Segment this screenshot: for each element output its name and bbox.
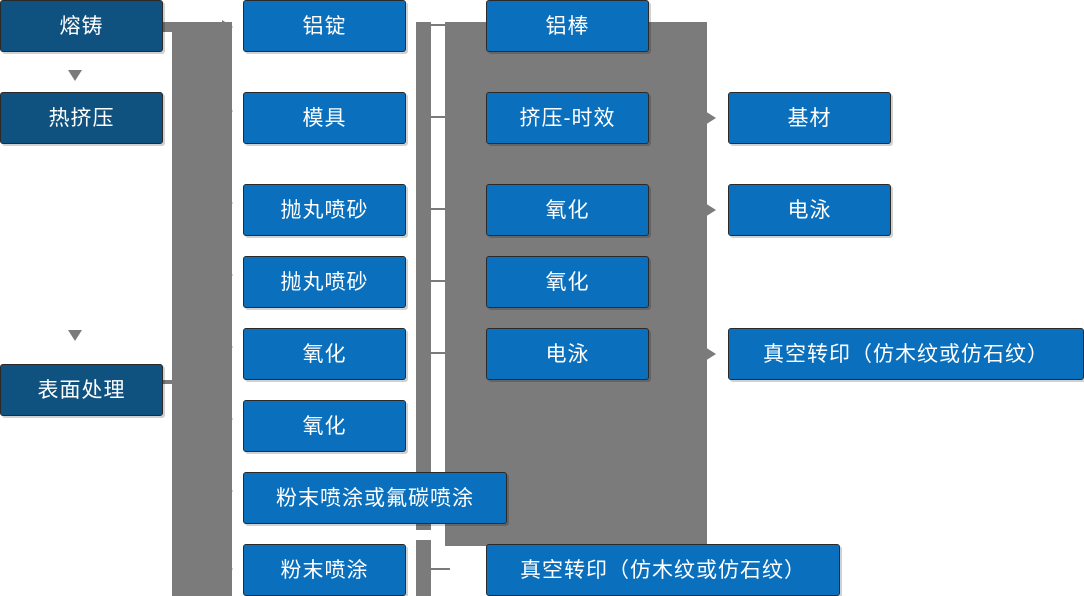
connector-rung-2 bbox=[428, 116, 450, 118]
connector-rung-3 bbox=[428, 208, 450, 210]
node-vacuum-transfer-bottom[interactable]: 真空转印（仿木纹或仿石纹） bbox=[486, 544, 840, 596]
connector-arrow-to-oxidation-1-icon bbox=[222, 340, 233, 354]
node-oxidation-4[interactable]: 氧化 bbox=[486, 256, 649, 308]
node-oxidation-1[interactable]: 氧化 bbox=[243, 328, 406, 380]
node-powder-coating-label: 粉末喷涂 bbox=[280, 558, 369, 582]
node-powder-coating[interactable]: 粉末喷涂 bbox=[243, 544, 406, 596]
stage-hot-extrusion[interactable]: 热挤压 bbox=[0, 92, 163, 144]
node-aluminum-bar[interactable]: 铝棒 bbox=[486, 0, 649, 52]
connector-rung-5 bbox=[428, 352, 450, 354]
node-powder-or-fluorocarbon-coating[interactable]: 粉末喷涂或氟碳喷涂 bbox=[243, 472, 507, 524]
connector-arrow-to-oxidation-2-icon bbox=[222, 412, 233, 426]
connector-arrow-to-shot-blasting-2-icon bbox=[222, 268, 233, 282]
node-vacuum-transfer-right[interactable]: 真空转印（仿木纹或仿石纹） bbox=[728, 328, 1084, 380]
connector-arrow-extrusion-to-surface-icon bbox=[68, 330, 82, 341]
node-electrophoresis-1[interactable]: 电泳 bbox=[486, 328, 649, 380]
connector-stage-melt-stub bbox=[162, 22, 182, 32]
stage-hot-extrusion-label: 热挤压 bbox=[48, 106, 115, 130]
node-oxidation-4-label: 氧化 bbox=[545, 270, 590, 294]
connector-midbar-left-lower bbox=[416, 540, 431, 596]
node-oxidation-3[interactable]: 氧化 bbox=[486, 184, 649, 236]
node-shot-blasting-2-label: 抛丸喷砂 bbox=[280, 270, 369, 294]
node-powder-or-fluorocarbon-coating-label: 粉末喷涂或氟碳喷涂 bbox=[276, 486, 474, 510]
node-extrusion-aging[interactable]: 挤压-时效 bbox=[486, 92, 649, 144]
connector-rung-1 bbox=[428, 24, 450, 26]
node-electrophoresis-2-label: 电泳 bbox=[787, 198, 832, 222]
node-aluminum-ingot[interactable]: 铝锭 bbox=[243, 0, 406, 52]
connector-arrow-to-substrate-icon bbox=[705, 111, 716, 125]
node-substrate-label: 基材 bbox=[787, 106, 832, 130]
node-mould[interactable]: 模具 bbox=[243, 92, 406, 144]
connector-rung-6 bbox=[428, 568, 450, 570]
connector-arrow-to-powder-coating-icon bbox=[222, 562, 233, 576]
connector-rung-4 bbox=[428, 280, 450, 282]
stage-surface-treatment-label: 表面处理 bbox=[37, 378, 126, 402]
connector-surface-notch bbox=[162, 380, 184, 384]
node-mould-label: 模具 bbox=[302, 106, 347, 130]
node-extrusion-aging-label: 挤压-时效 bbox=[519, 106, 616, 130]
node-electrophoresis-2[interactable]: 电泳 bbox=[728, 184, 891, 236]
node-oxidation-2-label: 氧化 bbox=[302, 414, 347, 438]
node-vacuum-transfer-right-label: 真空转印（仿木纹或仿石纹） bbox=[763, 342, 1049, 366]
connector-arrow-to-aluminum-ingot-icon bbox=[222, 20, 233, 34]
connector-arrow-to-shot-blasting-1-icon bbox=[222, 196, 233, 210]
node-shot-blasting-1-label: 抛丸喷砂 bbox=[280, 198, 369, 222]
connector-arrow-to-electrophoresis-2-icon bbox=[705, 203, 716, 217]
node-substrate[interactable]: 基材 bbox=[728, 92, 891, 144]
node-oxidation-3-label: 氧化 bbox=[545, 198, 590, 222]
node-shot-blasting-2[interactable]: 抛丸喷砂 bbox=[243, 256, 406, 308]
node-vacuum-transfer-bottom-label: 真空转印（仿木纹或仿石纹） bbox=[520, 558, 806, 582]
connector-arrow-to-coating-1-icon bbox=[222, 484, 233, 498]
node-aluminum-bar-label: 铝棒 bbox=[545, 14, 590, 38]
connector-arrow-to-vacuum-transfer-icon bbox=[705, 347, 716, 361]
connector-arrow-melt-to-extrusion-icon bbox=[68, 70, 82, 81]
node-oxidation-1-label: 氧化 bbox=[302, 342, 347, 366]
node-electrophoresis-1-label: 电泳 bbox=[545, 342, 590, 366]
stage-surface-treatment[interactable]: 表面处理 bbox=[0, 364, 163, 416]
connector-arrow-to-mould-icon bbox=[222, 104, 233, 118]
node-oxidation-2[interactable]: 氧化 bbox=[243, 400, 406, 452]
connector-midbar-left-upper bbox=[416, 22, 431, 530]
node-aluminum-ingot-label: 铝锭 bbox=[302, 14, 347, 38]
stage-melt-cast[interactable]: 熔铸 bbox=[0, 0, 163, 52]
stage-melt-cast-label: 熔铸 bbox=[59, 14, 104, 38]
node-shot-blasting-1[interactable]: 抛丸喷砂 bbox=[243, 184, 406, 236]
